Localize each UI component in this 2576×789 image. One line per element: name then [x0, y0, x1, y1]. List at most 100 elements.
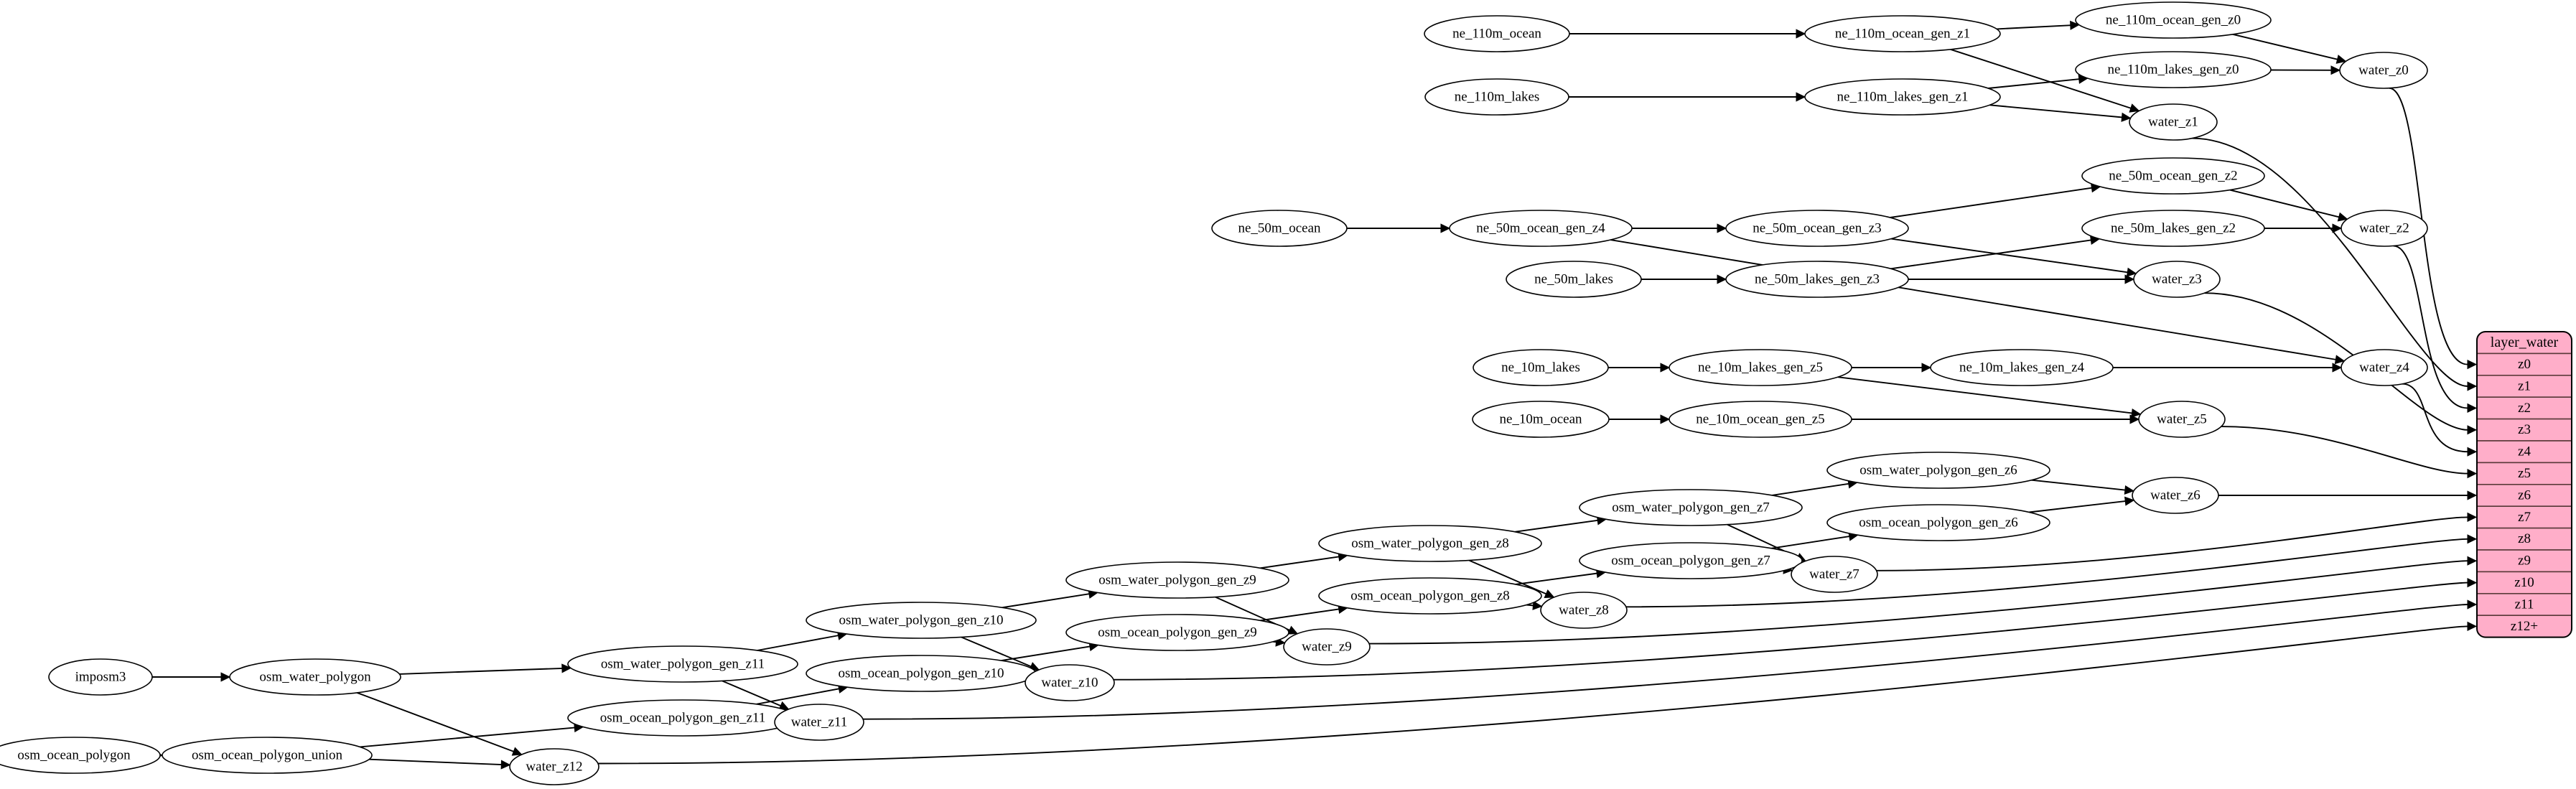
- node-water_z1[interactable]: water_z1: [2129, 103, 2218, 141]
- node-ellipse[interactable]: [1826, 452, 2050, 489]
- node-water_z5[interactable]: water_z5: [2138, 401, 2226, 438]
- node-ellipse[interactable]: [2075, 1, 2272, 39]
- node-ellipse[interactable]: [1065, 614, 1289, 651]
- node-water_z12[interactable]: water_z12: [509, 748, 599, 785]
- node-ellipse[interactable]: [48, 658, 153, 696]
- node-ellipse[interactable]: [1449, 210, 1633, 247]
- node-ellipse[interactable]: [1065, 561, 1289, 599]
- table-row-z12+[interactable]: [2477, 615, 2572, 638]
- node-ellipse[interactable]: [2339, 52, 2428, 89]
- node-ne_10m_ocean_gen_z5[interactable]: ne_10m_ocean_gen_z5: [1669, 401, 1852, 438]
- node-ellipse[interactable]: [2133, 261, 2221, 298]
- node-ellipse[interactable]: [229, 658, 401, 696]
- node-ne_50m_ocean_gen_z2[interactable]: ne_50m_ocean_gen_z2: [2081, 157, 2265, 195]
- node-water_z2[interactable]: water_z2: [2341, 210, 2428, 247]
- node-ellipse[interactable]: [2081, 157, 2265, 195]
- node-osm_water_polygon[interactable]: osm_water_polygon: [229, 658, 401, 696]
- node-ellipse[interactable]: [1473, 349, 1609, 386]
- node-ellipse[interactable]: [1826, 504, 2050, 541]
- node-ellipse[interactable]: [1540, 592, 1628, 629]
- node-ellipse[interactable]: [1506, 261, 1642, 298]
- node-ellipse[interactable]: [1424, 78, 1569, 116]
- node-ne_110m_lakes[interactable]: ne_110m_lakes: [1424, 78, 1569, 116]
- node-ne_110m_ocean[interactable]: ne_110m_ocean: [1424, 15, 1570, 52]
- node-ellipse[interactable]: [1579, 489, 1803, 526]
- node-ellipse[interactable]: [2132, 477, 2219, 514]
- node-water_z11[interactable]: water_z11: [774, 704, 864, 741]
- node-ellipse[interactable]: [1472, 401, 1610, 438]
- node-ellipse[interactable]: [1579, 542, 1803, 579]
- node-ellipse[interactable]: [2341, 349, 2428, 386]
- node-ellipse[interactable]: [2129, 103, 2218, 141]
- node-ne_110m_ocean_gen_z1[interactable]: ne_110m_ocean_gen_z1: [1804, 15, 2001, 52]
- node-ellipse[interactable]: [2081, 210, 2265, 247]
- node-osm_ocean_polygon_union[interactable]: osm_ocean_polygon_union: [162, 737, 373, 774]
- node-ne_10m_lakes[interactable]: ne_10m_lakes: [1473, 349, 1609, 386]
- table-row-z3[interactable]: [2477, 418, 2572, 442]
- node-water_z3[interactable]: water_z3: [2133, 261, 2221, 298]
- node-ne_110m_lakes_gen_z1[interactable]: ne_110m_lakes_gen_z1: [1804, 78, 2001, 116]
- node-water_z6[interactable]: water_z6: [2132, 477, 2219, 514]
- node-ne_10m_lakes_gen_z5[interactable]: ne_10m_lakes_gen_z5: [1669, 349, 1852, 386]
- node-osm_ocean_polygon_gen_z8[interactable]: osm_ocean_polygon_gen_z8: [1318, 577, 1542, 615]
- node-ellipse[interactable]: [509, 748, 599, 785]
- node-ellipse[interactable]: [1725, 210, 1909, 247]
- edge-line: [1997, 24, 2071, 30]
- node-ellipse[interactable]: [2138, 401, 2226, 438]
- table-row-z7[interactable]: [2477, 505, 2572, 529]
- node-osm_ocean_polygon_gen_z7[interactable]: osm_ocean_polygon_gen_z7: [1579, 542, 1803, 579]
- node-ellipse[interactable]: [1211, 210, 1348, 247]
- node-ellipse[interactable]: [1318, 525, 1542, 562]
- node-ne_50m_ocean_gen_z3[interactable]: ne_50m_ocean_gen_z3: [1725, 210, 1909, 247]
- node-osm_water_polygon_gen_z6[interactable]: osm_water_polygon_gen_z6: [1826, 452, 2050, 489]
- table-row-z8[interactable]: [2477, 527, 2572, 551]
- node-water_z7[interactable]: water_z7: [1791, 556, 1878, 593]
- node-imposm3[interactable]: imposm3: [48, 658, 153, 696]
- node-water_z0[interactable]: water_z0: [2339, 52, 2428, 89]
- node-ne_50m_ocean[interactable]: ne_50m_ocean: [1211, 210, 1348, 247]
- node-ellipse[interactable]: [2075, 51, 2272, 88]
- node-ellipse[interactable]: [1804, 15, 2001, 52]
- node-water_z8[interactable]: water_z8: [1540, 592, 1628, 629]
- table-row-z4[interactable]: [2477, 440, 2572, 464]
- node-ellipse[interactable]: [1318, 577, 1542, 615]
- node-ne_110m_lakes_gen_z0[interactable]: ne_110m_lakes_gen_z0: [2075, 51, 2272, 88]
- node-ellipse[interactable]: [1725, 261, 1909, 298]
- table-row-z0[interactable]: [2477, 353, 2572, 376]
- node-osm_water_polygon_gen_z8[interactable]: osm_water_polygon_gen_z8: [1318, 525, 1542, 562]
- node-water_z9[interactable]: water_z9: [1283, 628, 1371, 666]
- table-row-z5[interactable]: [2477, 462, 2572, 485]
- node-ellipse[interactable]: [1025, 664, 1115, 701]
- node-ne_50m_lakes[interactable]: ne_50m_lakes: [1506, 261, 1642, 298]
- node-ellipse[interactable]: [1804, 78, 2001, 116]
- node-water_z4[interactable]: water_z4: [2341, 349, 2428, 386]
- node-osm_water_polygon_gen_z7[interactable]: osm_water_polygon_gen_z7: [1579, 489, 1803, 526]
- node-ellipse[interactable]: [1283, 628, 1371, 666]
- node-osm_water_polygon_gen_z10[interactable]: osm_water_polygon_gen_z10: [806, 602, 1037, 639]
- node-ellipse[interactable]: [1791, 556, 1878, 593]
- node-ne_50m_lakes_gen_z3[interactable]: ne_50m_lakes_gen_z3: [1725, 261, 1909, 298]
- node-osm_ocean_polygon_gen_z9[interactable]: osm_ocean_polygon_gen_z9: [1065, 614, 1289, 651]
- node-ellipse[interactable]: [1930, 349, 2114, 386]
- node-ellipse[interactable]: [1669, 401, 1852, 438]
- node-osm_ocean_polygon_gen_z6[interactable]: osm_ocean_polygon_gen_z6: [1826, 504, 2050, 541]
- node-osm_ocean_polygon[interactable]: osm_ocean_polygon: [0, 737, 161, 774]
- node-osm_ocean_polygon_gen_z11[interactable]: osm_ocean_polygon_gen_z11: [567, 699, 798, 737]
- node-ellipse[interactable]: [2341, 210, 2428, 247]
- node-ne_50m_lakes_gen_z2[interactable]: ne_50m_lakes_gen_z2: [2081, 210, 2265, 247]
- node-ellipse[interactable]: [774, 704, 864, 741]
- node-osm_ocean_polygon_gen_z10[interactable]: osm_ocean_polygon_gen_z10: [806, 655, 1037, 692]
- node-ne_10m_ocean[interactable]: ne_10m_ocean: [1472, 401, 1610, 438]
- node-ellipse[interactable]: [1424, 15, 1570, 52]
- node-ellipse[interactable]: [0, 737, 161, 774]
- node-ellipse[interactable]: [162, 737, 373, 774]
- node-ellipse[interactable]: [1669, 349, 1852, 386]
- node-osm_water_polygon_gen_z9[interactable]: osm_water_polygon_gen_z9: [1065, 561, 1289, 599]
- node-ellipse[interactable]: [806, 602, 1037, 639]
- node-osm_water_polygon_gen_z11[interactable]: osm_water_polygon_gen_z11: [567, 645, 798, 683]
- node-ne_50m_ocean_gen_z4[interactable]: ne_50m_ocean_gen_z4: [1449, 210, 1633, 247]
- node-ne_110m_ocean_gen_z0[interactable]: ne_110m_ocean_gen_z0: [2075, 1, 2272, 39]
- node-ellipse[interactable]: [567, 645, 798, 683]
- node-ne_10m_lakes_gen_z4[interactable]: ne_10m_lakes_gen_z4: [1930, 349, 2114, 386]
- node-water_z10[interactable]: water_z10: [1025, 664, 1115, 701]
